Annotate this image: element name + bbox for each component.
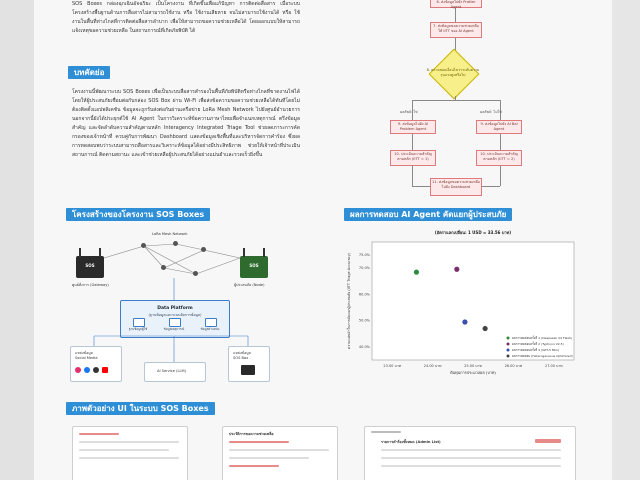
mesh-label: LoRa Mesh Network [152, 232, 188, 236]
sos-box-icon [241, 365, 255, 375]
social-sub: Social Media [75, 356, 98, 360]
instagram-icon [75, 367, 81, 373]
gateway-device: SOS [76, 248, 104, 278]
y-tick-label: 60.0% [359, 292, 371, 296]
ui-heading: ภาพตัวอย่าง UI ในระบบ SOS Boxes [66, 402, 215, 415]
legend-entry: ผลการทดสอบครั้งที่ 2 (Typhoon V2.5) [512, 341, 564, 346]
platform-title: Data Platform [157, 306, 193, 311]
node-device-label: SOS [249, 263, 259, 268]
flow-box-9-right: 9. ส่งข้อมูลไปยัง AI Bal Agent [476, 120, 522, 134]
architecture-diagram: LoRa Mesh Network SOS ศูนย์สั่งการ (Gate… [64, 228, 286, 390]
data-platform: Data Platform (ฐานข้อมูลและระบบจัดการข้อ… [120, 300, 230, 338]
mesh-lines [103, 243, 241, 275]
platform-subtitle: (ฐานข้อมูลและระบบจัดการข้อมูล) [148, 313, 202, 317]
sos-box-source: แหล่งข้อมูล SOS Box [228, 346, 270, 382]
x-tick-label: 25.00 บาท [464, 364, 482, 368]
mesh-node [201, 247, 206, 252]
youtube-icon [102, 367, 108, 373]
abstract-heading: บทคัดย่อ [68, 66, 111, 79]
flow-box-6: 6. ส่งข้อมูลไปยัง Pratter Agent [430, 0, 482, 9]
ai-service-box: AI Service (LLM) [144, 362, 206, 382]
flow-decision-label: 8. ตรวจสอบเงื่อนไขว่าระดับความรุนแรงสูงห… [426, 68, 480, 77]
gateway-caption: ศูนย์สั่งการ (Gateway) [72, 283, 109, 287]
data-point [482, 325, 488, 332]
y-tick-label: 70.0% [359, 266, 371, 270]
mesh-node [173, 241, 178, 246]
x-tick-label: 23.00 บาท [383, 364, 401, 368]
plot-area [371, 241, 575, 361]
flowchart: 6. ส่งข้อมูลไปยัง Pratter Agent 7. ส่งข้… [384, 0, 528, 198]
poster-sheet [34, 0, 612, 480]
x-tick-label: 26.00 บาท [505, 364, 523, 368]
legend-entry: ผลการทดสอบครั้งที่ 1 (Deepseek V4 Flash) [512, 335, 572, 340]
flow-box-11: 11. ส่งข้อมูลขอความช่วยเหลือไปยัง Dashbo… [430, 178, 482, 196]
flow-box-7: 7. ส่งข้อมูลขอความช่วยเหลือ ให้ IITT ของ… [430, 22, 482, 38]
left-margin [0, 0, 34, 480]
node-caption: ผู้ประสบภัย (Node) [234, 283, 265, 287]
platform-item: ข้อมูลเหตุการณ์ [163, 327, 185, 331]
right-margin [612, 0, 640, 480]
arch-connectors [93, 278, 249, 362]
card2-title: ประวัติการขอความช่วยเหลือ [229, 432, 274, 436]
social-media-box: แหล่งข้อมูล Social Media [70, 346, 122, 382]
ui-screenshot-3: รายการคำร้องทั้งหมด (Admin List) [364, 426, 576, 480]
results-chart-svg: (อัตราแลกเปลี่ยน: 1 USD = 33.56 บาท) 23.0… [346, 229, 575, 376]
sos-source-title: แหล่งข้อมูล [233, 351, 251, 355]
server-icon [169, 318, 181, 327]
architecture-heading: โครงสร้างของโครงงาน SOS Boxes [66, 208, 211, 221]
flow-box-10-left: 10. ประเมินความสำคัญตามหลัก (IITT = 1) [390, 150, 436, 166]
chart-title: (อัตราแลกเปลี่ยน: 1 USD = 33.56 บาท) [435, 229, 511, 235]
x-tick-label: 27.00 บาท [545, 364, 563, 368]
gateway-device-label: SOS [85, 263, 95, 268]
legend-marker [506, 348, 510, 352]
y-axis-label: ความแม่นยำในการคัดแยกผู้ประสบภัย (IITT T… [346, 252, 351, 349]
node-device: SOS [240, 248, 268, 278]
card3-title: รายการคำร้องทั้งหมด (Admin List) [381, 440, 441, 444]
branch-no-label: ผลลัพธ์: ไม่ใช่ [480, 110, 502, 114]
intro-paragraph: SOS Boxes กล่องฉุกเฉินอัจฉริยะ เป็นโครงง… [72, 1, 300, 34]
ui-screenshot-2: ประวัติการขอความช่วยเหลือ [222, 426, 338, 480]
branch-yes-label: ผลลัพธ์: ใช่ [400, 110, 418, 114]
data-point [413, 269, 420, 275]
platform-item: ฐานข้อมูลผู้ใช้ [128, 327, 148, 331]
results-heading: ผลการทดสอบ AI Agent คัดแยกผู้ประสบภัย [344, 208, 513, 221]
x-tick-label: 24.00 บาท [424, 364, 442, 368]
facebook-icon [84, 367, 90, 373]
x-axis-label: ต้นทุนการประมวลผล (บาท) [450, 370, 496, 376]
legend-entry: ผลการทดสอบ (Heterogeneous Optimized) [512, 354, 573, 358]
database-icon [133, 318, 145, 327]
y-tick-label: 75.0% [359, 253, 371, 257]
legend-entry: ผลการทดสอบครั้งที่ 3 (GPT-5 Mini) [512, 347, 559, 352]
y-tick-label: 50.0% [359, 319, 371, 323]
platform-item: ข้อมูลตำแหน่ง [200, 327, 220, 331]
x-icon [93, 367, 99, 373]
mesh-node [193, 271, 198, 276]
abstract-paragraph: โครงงานนี้พัฒนาระบบ SOS Boxes เพื่อเป็นร… [72, 89, 300, 158]
social-title: แหล่งข้อมูล [75, 351, 93, 355]
flow-box-10-right: 10. ประเมินความสำคัญตามหลัก (IITT = 2) [476, 150, 522, 166]
sos-source-sub: SOS Box [233, 356, 249, 360]
ui-screenshot-1 [72, 426, 188, 480]
mesh-node [141, 243, 146, 248]
data-point [462, 319, 468, 325]
ai-service-label: AI Service (LLM) [157, 369, 186, 373]
cloud-icon [205, 318, 217, 327]
mesh-node [161, 265, 166, 270]
y-tick-label: 40.0% [359, 345, 371, 349]
legend-marker [506, 336, 510, 340]
legend-marker [506, 342, 510, 346]
legend-marker [506, 354, 510, 358]
results-chart: (อัตราแลกเปลี่ยน: 1 USD = 33.56 บาท) 23.0… [344, 224, 580, 386]
flow-box-9-left: 9. ส่งข้อมูลไปยัง AI Problem Agent [390, 120, 436, 134]
data-point [454, 266, 460, 272]
